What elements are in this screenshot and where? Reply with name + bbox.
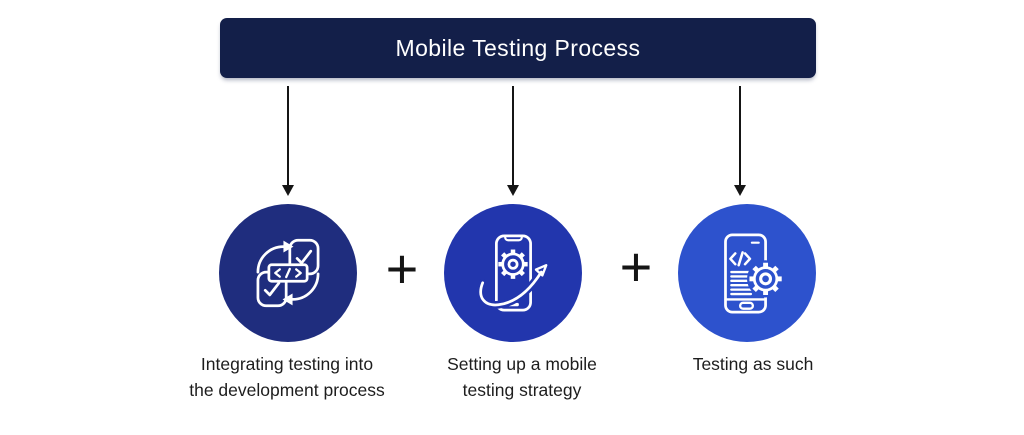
arrow-head-icon <box>507 185 519 196</box>
down-arrow-3 <box>734 86 746 198</box>
caption-line: Integrating testing into <box>200 354 374 374</box>
plus-separator-2: + <box>619 234 653 298</box>
arrow-shaft <box>512 86 514 186</box>
step-caption-2: Setting up a mobile testing strategy <box>412 352 632 404</box>
phone-code-gear-icon <box>724 233 785 314</box>
caption-line: the development process <box>189 379 385 400</box>
down-arrow-2 <box>507 86 519 198</box>
arrow-head-icon <box>734 185 746 196</box>
down-arrow-1 <box>282 86 294 198</box>
plus-separator-1: + <box>385 236 419 300</box>
arrow-head-icon <box>282 185 294 196</box>
step-circle-1 <box>219 204 357 342</box>
dev-cycle-check-icon <box>256 238 320 308</box>
step-circle-3 <box>678 204 816 342</box>
caption-line: testing strategy <box>462 379 582 400</box>
page-title: Mobile Testing Process <box>395 34 641 61</box>
step-circle-2 <box>444 204 582 342</box>
phone-gear-arrow-icon <box>476 234 548 312</box>
step-caption-3: Testing as such <box>643 352 863 378</box>
caption-line: Testing as such <box>692 354 814 374</box>
step-caption-1: Integrating testing into the development… <box>147 352 427 404</box>
arrow-shaft <box>739 86 741 186</box>
arrow-shaft <box>287 86 289 186</box>
caption-line: Setting up a mobile <box>447 354 597 374</box>
title-banner: Mobile Testing Process <box>220 18 816 78</box>
